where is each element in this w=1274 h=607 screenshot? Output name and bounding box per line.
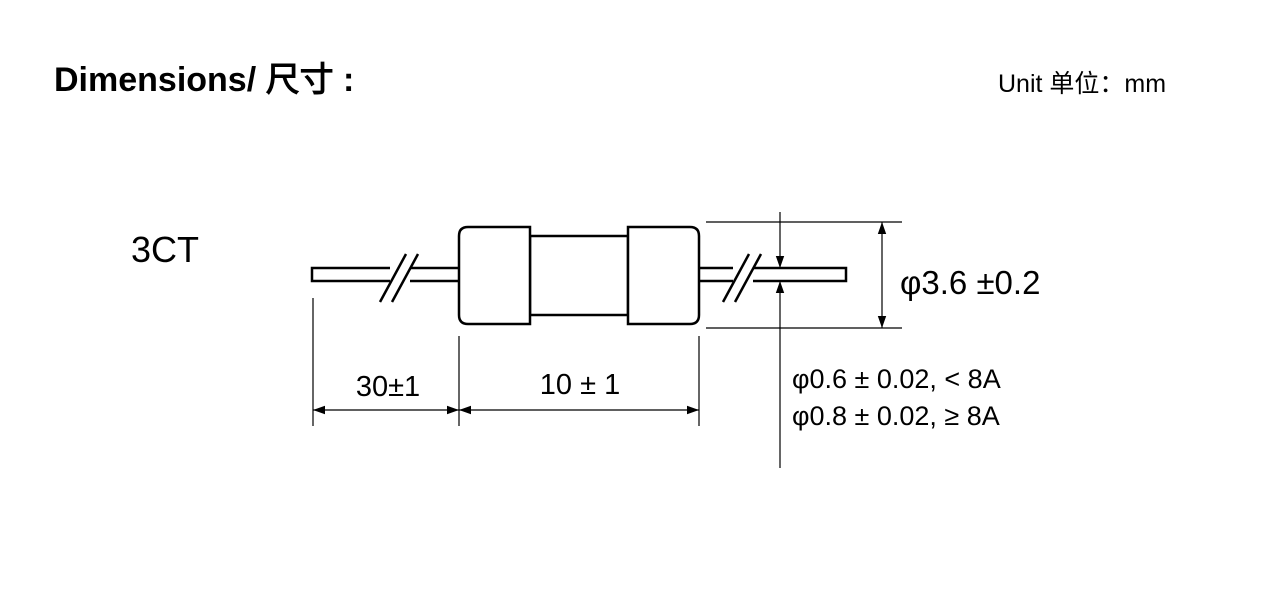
- lead-length-label: 30±1: [356, 371, 420, 403]
- body-diameter-label: φ3.6 ±0.2: [900, 264, 1040, 301]
- right-end-cap: [626, 225, 701, 326]
- left-end-cap: [457, 225, 532, 326]
- right-lead: [696, 266, 848, 283]
- wire-spec-small: φ0.6 ± 0.02, < 8A: [792, 364, 1001, 394]
- diameter-extension-lines: [706, 221, 902, 329]
- body-length-label: 10 ± 1: [540, 369, 620, 401]
- model-label: 3CT: [131, 229, 199, 270]
- page-title: Dimensions/ 尺寸 :: [54, 61, 355, 99]
- left-lead-break-mark: [378, 253, 420, 303]
- fuse-body-tube: [528, 234, 630, 317]
- left-lead: [310, 266, 462, 283]
- right-lead-break-mark: [721, 253, 763, 303]
- wire-spec-large: φ0.8 ± 0.02, ≥ 8A: [792, 401, 1000, 431]
- unit-label: Unit 单位：mm: [998, 70, 1167, 98]
